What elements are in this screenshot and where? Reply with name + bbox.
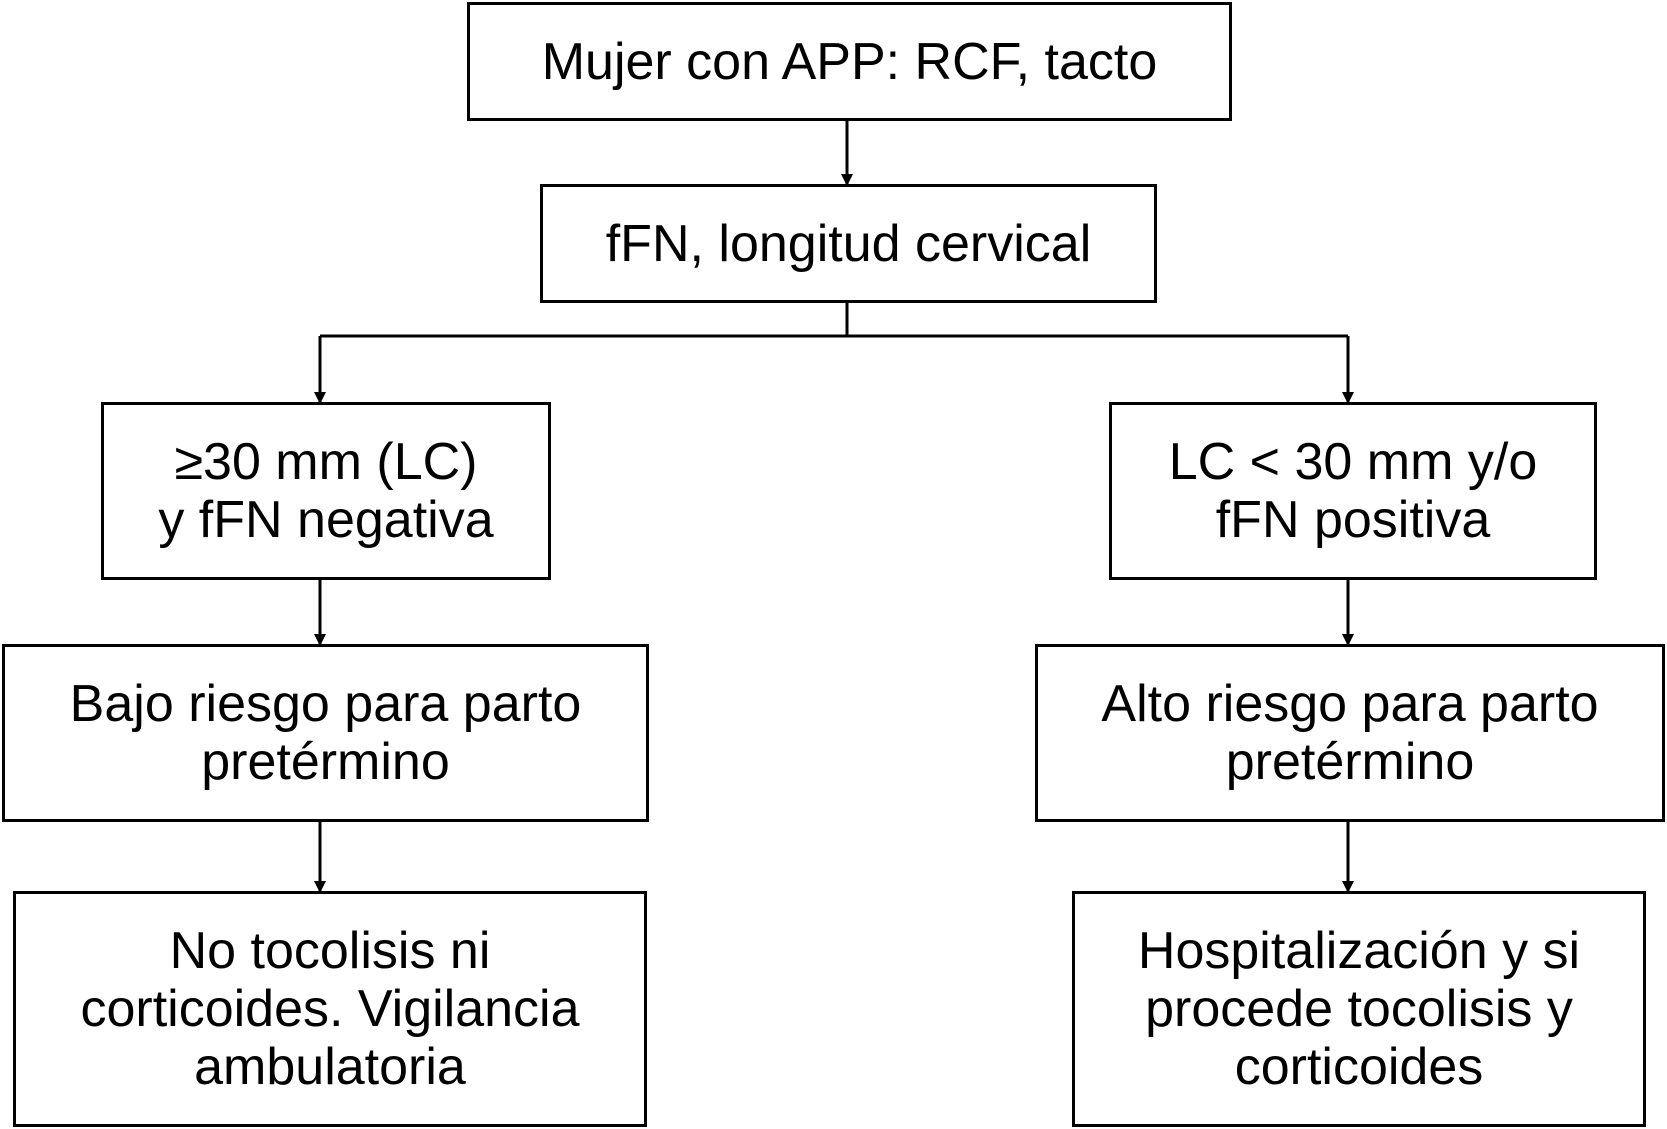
node-outpatient-management: No tocolisis ni corticoides. Vigilancia … [13,891,647,1127]
node-negative-result: ≥30 mm (LC) y fFN negativa [101,402,551,580]
node-tests-label: fFN, longitud cervical [605,214,1092,273]
node-low-risk-label: Bajo riesgo para parto pretérmino [69,675,582,791]
node-positive-result-label: LC < 30 mm y/o fFN positiva [1168,433,1538,549]
node-high-risk-label: Alto riesgo para parto pretérmino [1101,675,1599,791]
node-assessment-label: Mujer con APP: RCF, tacto [541,32,1158,91]
node-high-risk: Alto riesgo para parto pretérmino [1035,644,1665,822]
node-negative-result-label: ≥30 mm (LC) y fFN negativa [158,433,494,549]
node-assessment: Mujer con APP: RCF, tacto [467,2,1232,121]
node-outpatient-management-label: No tocolisis ni corticoides. Vigilancia … [80,922,580,1096]
node-low-risk: Bajo riesgo para parto pretérmino [2,644,649,822]
node-positive-result: LC < 30 mm y/o fFN positiva [1109,402,1597,580]
node-hospital-management: Hospitalización y si procede tocolisis y… [1072,891,1646,1127]
node-hospital-management-label: Hospitalización y si procede tocolisis y… [1137,922,1581,1096]
node-tests: fFN, longitud cervical [540,184,1157,303]
